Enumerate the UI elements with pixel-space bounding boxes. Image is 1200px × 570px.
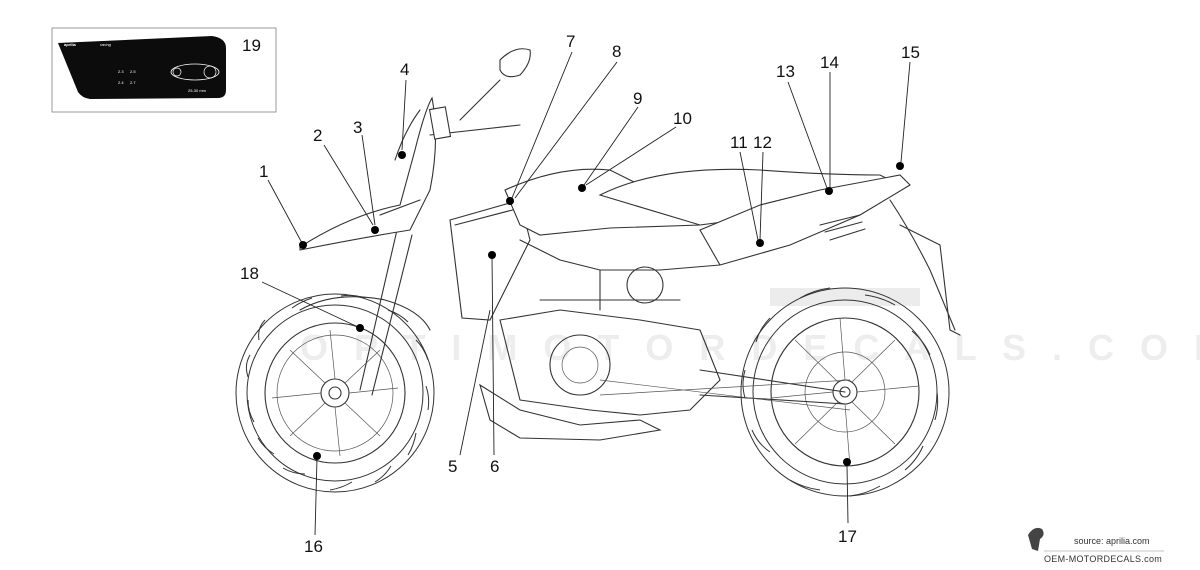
callout-dot-7 xyxy=(506,197,514,205)
callout-dot-16 xyxy=(313,452,321,460)
front-fork xyxy=(359,229,413,396)
tyre-pressure-label-inset: aprilia racing 2.3 2.5 2.4 2.7 25-30 mm xyxy=(51,27,277,113)
engine-case xyxy=(549,334,611,396)
frame xyxy=(519,239,721,311)
callout-6: 6 xyxy=(490,457,499,476)
motorcycle-drawing xyxy=(235,48,961,497)
callout-11: 11 xyxy=(730,133,748,152)
callout-dot-18 xyxy=(356,324,364,332)
callout-3: 3 xyxy=(353,118,362,137)
label-pressure-two-front: 2.4 xyxy=(118,80,124,85)
callout-10: 10 xyxy=(673,109,692,128)
belly-pan xyxy=(479,383,662,441)
label-pressure-solo-rear: 2.5 xyxy=(130,69,136,74)
swingarm xyxy=(699,369,846,405)
callout-dot-13 xyxy=(825,187,833,195)
callout-12: 12 xyxy=(753,133,772,152)
watermark: O P T I M O T O R D E C A L S . C O M xyxy=(300,288,1200,368)
callout-9: 9 xyxy=(633,89,642,108)
source-credit-text: source: aprilia.com xyxy=(1074,536,1150,546)
callout-5: 5 xyxy=(448,457,457,476)
callout-dot-17 xyxy=(843,458,851,466)
callout-15: 15 xyxy=(901,43,920,62)
callout-18: 18 xyxy=(240,264,259,283)
callout-dot-6 xyxy=(488,251,496,259)
callout-4: 4 xyxy=(400,60,409,79)
label-pressure-solo-front: 2.3 xyxy=(118,69,124,74)
label-series: racing xyxy=(100,42,112,47)
callout-16: 16 xyxy=(304,537,323,556)
label-chain-slack: 25-30 mm xyxy=(188,88,207,93)
brake-reservoir xyxy=(428,106,452,140)
callout-dot-4 xyxy=(398,151,406,159)
callout-dot-9 xyxy=(578,184,586,192)
chain xyxy=(599,379,851,411)
tail-side-panel xyxy=(699,174,911,266)
callout-1: 1 xyxy=(259,162,268,181)
label-brand: aprilia xyxy=(64,42,77,47)
callout-14: 14 xyxy=(820,53,839,72)
mirror xyxy=(499,48,531,78)
callout-13: 13 xyxy=(776,62,795,81)
fairing-detail xyxy=(379,109,421,216)
callout-19: 19 xyxy=(242,36,261,55)
shroud-edge xyxy=(454,207,521,226)
source-credit: source: aprilia.com OEM-MOTORDECALS.com xyxy=(1028,527,1164,564)
front-fender xyxy=(299,296,431,331)
front-fairing xyxy=(299,96,437,251)
rear-wheel xyxy=(740,287,950,497)
callout-7: 7 xyxy=(566,32,575,51)
callout-17: 17 xyxy=(838,527,857,546)
callout-dot-2 xyxy=(371,226,379,234)
callout-2: 2 xyxy=(313,126,322,145)
callout-dot-1 xyxy=(299,241,307,249)
callout-dot-12 xyxy=(756,239,764,247)
svg-text:O P T I M O T O R D E C A L S: O P T I M O T O R D E C A L S . C O M xyxy=(300,327,1200,368)
site-credit-text: OEM-MOTORDECALS.com xyxy=(1044,554,1162,564)
plate-holder xyxy=(899,224,961,336)
engine-cover xyxy=(626,266,664,304)
callout-dot-15 xyxy=(896,162,904,170)
callout-8: 8 xyxy=(612,42,621,61)
callouts: 1 2 3 4 5 6 7 8 9 10 11 xyxy=(240,32,920,556)
tail-vents xyxy=(819,214,866,241)
front-wheel xyxy=(235,293,435,493)
site-logo-icon xyxy=(1028,527,1044,551)
rear-hugger xyxy=(889,199,956,331)
label-pressure-two-rear: 2.7 xyxy=(130,80,136,85)
